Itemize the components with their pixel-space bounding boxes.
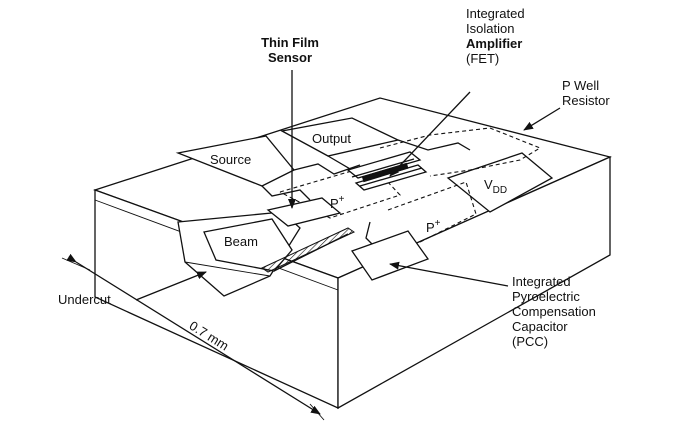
p-plus-2-main: P [426, 220, 435, 235]
vdd-main: V [484, 177, 493, 192]
fet-amplifier [346, 151, 428, 191]
vdd-pad [446, 152, 554, 213]
dimension-marker [61, 253, 325, 421]
thin-film-sensor-pad [266, 197, 342, 227]
amplifier-callout [389, 91, 471, 177]
callout-lines [135, 70, 561, 301]
pwell-label-1: P Well [562, 78, 599, 93]
beam-label: Beam [224, 234, 258, 249]
pcc-label-5: (PCC) [512, 334, 548, 349]
p-plus-region-1 [279, 164, 401, 219]
p-plus-1-main: P [330, 196, 339, 211]
undercut-label: Undercut [58, 292, 111, 307]
p-well-resistor-path [379, 127, 542, 177]
pcc-label-1: Integrated [512, 274, 571, 289]
p-plus-2-sup: + [435, 218, 441, 229]
p-plus-region-2 [387, 181, 477, 247]
pwell-label-2: Resistor [562, 93, 610, 108]
pcc-label-4: Capacitor [512, 319, 568, 334]
pwell-callout [523, 107, 561, 131]
vdd-label: VDD [484, 177, 507, 196]
p-plus-label-1: P+ [330, 194, 345, 211]
amplifier-label-2: Isolation [466, 21, 514, 36]
pwell-trace [397, 139, 471, 151]
source-label: Source [210, 152, 251, 167]
pcc-lead [365, 221, 373, 245]
pcc-callout [389, 261, 509, 287]
p-plus-label-2: P+ [426, 218, 441, 235]
source-to-beam-trace [261, 185, 311, 201]
amplifier-label-4: (FET) [466, 51, 499, 66]
amplifier-label-1: Integrated [466, 6, 525, 21]
vdd-subscript: DD [493, 185, 507, 196]
thin-film-label-2: Sensor [268, 50, 312, 65]
thin-film-label-1: Thin Film [261, 35, 319, 50]
chip-right-face [337, 155, 611, 410]
p-plus-regions [279, 127, 542, 247]
p-plus-1-sup: + [339, 194, 345, 205]
pcc-pad [350, 230, 430, 281]
amplifier-label-3: Amplifier [466, 36, 522, 51]
pcc-label-2: Pyroelectric [512, 289, 580, 304]
output-label: Output [312, 131, 351, 146]
source-trace [293, 163, 361, 175]
pcc-label-3: Compensation [512, 304, 596, 319]
undercut-callout [135, 271, 207, 301]
